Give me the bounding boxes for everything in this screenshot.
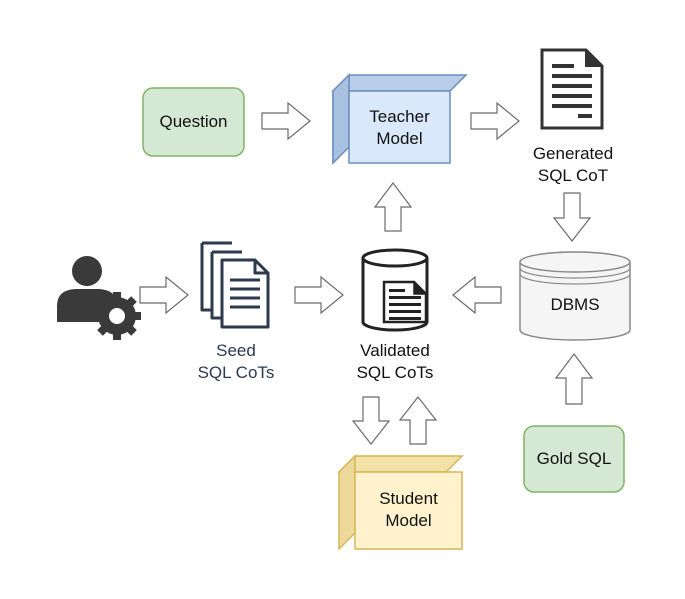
- arrow-generated-to-dbms: [552, 192, 592, 242]
- arrow-teacher-to-generated: [470, 101, 520, 141]
- teacher-line1: Teacher: [369, 107, 430, 126]
- arrow-dbms-to-validated: [452, 275, 502, 315]
- arrow-validated-to-student: [351, 396, 391, 445]
- validated-cots-label: Validated SQL CoTs: [340, 340, 450, 384]
- teacher-model-box: [331, 73, 468, 165]
- seed-line1: Seed: [216, 341, 256, 360]
- database-cylinder-icon: [519, 251, 631, 341]
- documents-stack-icon: [200, 241, 270, 329]
- dbms-label: DBMS: [520, 294, 630, 316]
- teacher-line2: Model: [376, 129, 423, 148]
- gold-sql-box: [523, 425, 625, 493]
- gold-sql-label: Gold SQL: [524, 448, 624, 470]
- arrow-gold-to-dbms: [554, 353, 594, 405]
- question-label: Question: [143, 111, 244, 133]
- gold-sql-text: Gold SQL: [536, 449, 612, 468]
- student-line1: Student: [379, 489, 438, 508]
- student-line2: Model: [385, 511, 432, 530]
- validated-line2: SQL CoTs: [356, 363, 434, 382]
- validated-line1: Validated: [360, 341, 430, 360]
- document-icon: [540, 48, 604, 130]
- student-model-box: [337, 454, 464, 551]
- seed-cots-label: Seed SQL CoTs: [181, 340, 291, 384]
- database-document-icon: [361, 248, 429, 332]
- dbms-text: DBMS: [550, 295, 600, 314]
- arrow-user-to-seed: [139, 275, 189, 315]
- generated-line2: SQL CoT: [537, 166, 609, 185]
- student-model-label: Student Model: [355, 488, 462, 532]
- arrow-validated-to-teacher: [373, 182, 413, 232]
- arrow-student-to-validated: [398, 396, 438, 445]
- arrow-question-to-teacher: [261, 101, 311, 141]
- teacher-model-label: Teacher Model: [349, 106, 450, 150]
- generated-line1: Generated: [532, 144, 614, 163]
- question-text: Question: [159, 112, 228, 131]
- generated-cot-label: Generated SQL CoT: [515, 143, 631, 187]
- arrow-seed-to-validated: [294, 275, 344, 315]
- user-gear-icon: [57, 256, 141, 340]
- question-box: [142, 87, 245, 157]
- seed-line2: SQL CoTs: [197, 363, 275, 382]
